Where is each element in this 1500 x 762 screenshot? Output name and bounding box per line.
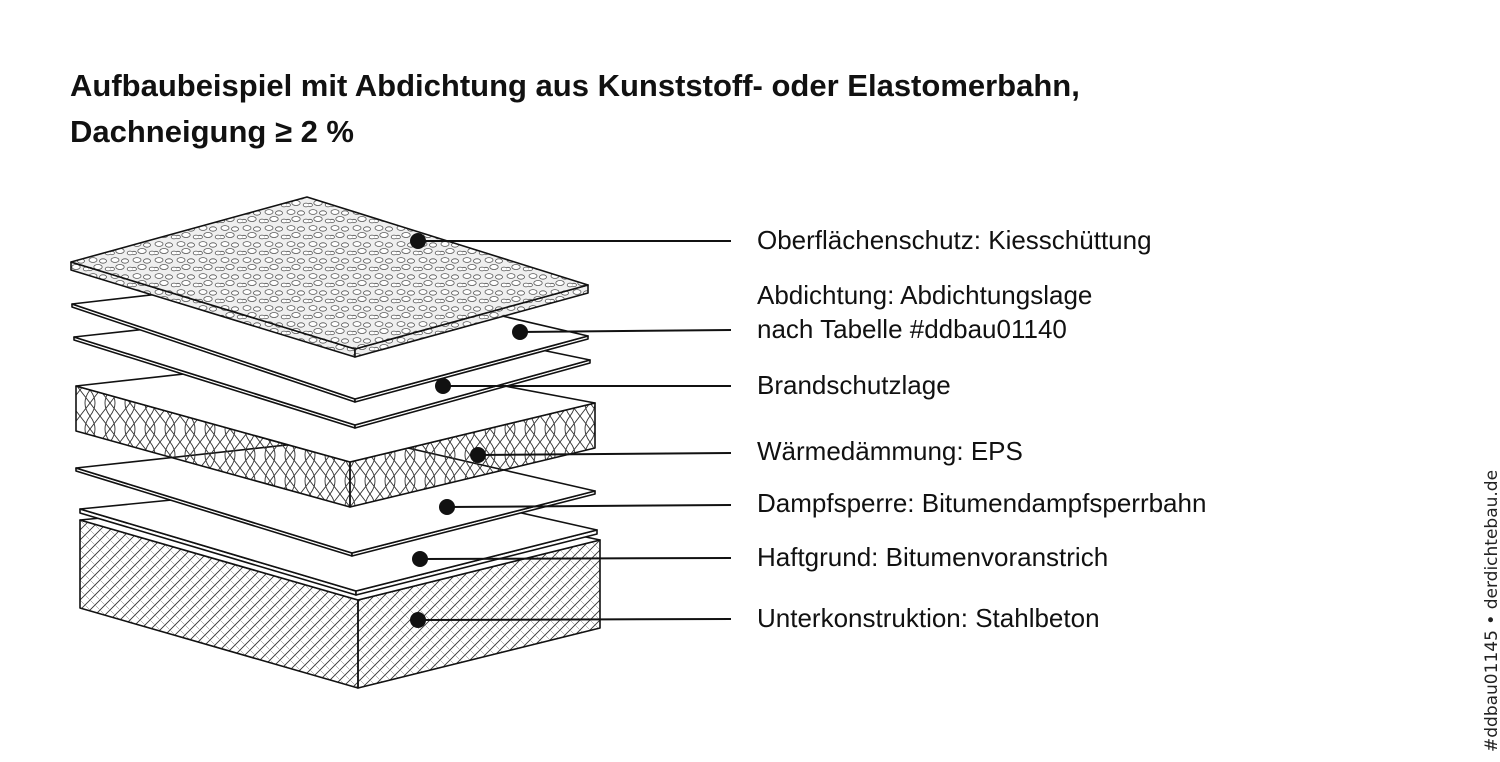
leader-dot-daemmung (470, 447, 486, 463)
leader-dot-abdichtung (512, 324, 528, 340)
leader-line-haftgrund (419, 557, 732, 560)
label-dampfsperre: Dampfsperre: Bitumendampfsperrbahn (757, 488, 1207, 518)
label-waermedaemmung: Wärmedämmung: EPS (757, 436, 1023, 466)
leader-line-abdichtung (519, 329, 732, 333)
leader-dot-kiesschuettung (410, 233, 426, 249)
leader-line-unterkonstruktion (417, 618, 732, 621)
leader-dot-haftgrund (412, 551, 428, 567)
title-line-2: Dachneigung ≥ 2 % (70, 114, 354, 149)
leader-line-daemmung (477, 452, 732, 456)
credit-watermark: #ddbau01145 • derdichtebau.de (1482, 469, 1500, 752)
layer-kiesschuettung (70, 196, 589, 358)
leader-dot-brandschutz (435, 378, 451, 394)
leader-dot-dampfsperre (439, 499, 455, 515)
label-brandschutzlage: Brandschutzlage (757, 370, 951, 400)
label-abdichtung-line-2: nach Tabelle #ddbau01140 (757, 314, 1067, 344)
kiesschuettung-top (70, 196, 589, 350)
label-unterkonstruktion: Unterkonstruktion: Stahlbeton (757, 603, 1100, 633)
leader-dot-unterkonstruktion (410, 612, 426, 628)
label-kiesschuettung: Oberflächenschutz: Kiesschüttung (757, 225, 1152, 255)
label-haftgrund: Haftgrund: Bitumenvoranstrich (757, 542, 1109, 572)
leader-line-dampfsperre (446, 504, 732, 508)
title-line-1: Aufbaubeispiel mit Abdichtung aus Kunsts… (70, 68, 1080, 103)
label-abdichtung-line-1: Abdichtung: Abdichtungslage (757, 280, 1093, 310)
